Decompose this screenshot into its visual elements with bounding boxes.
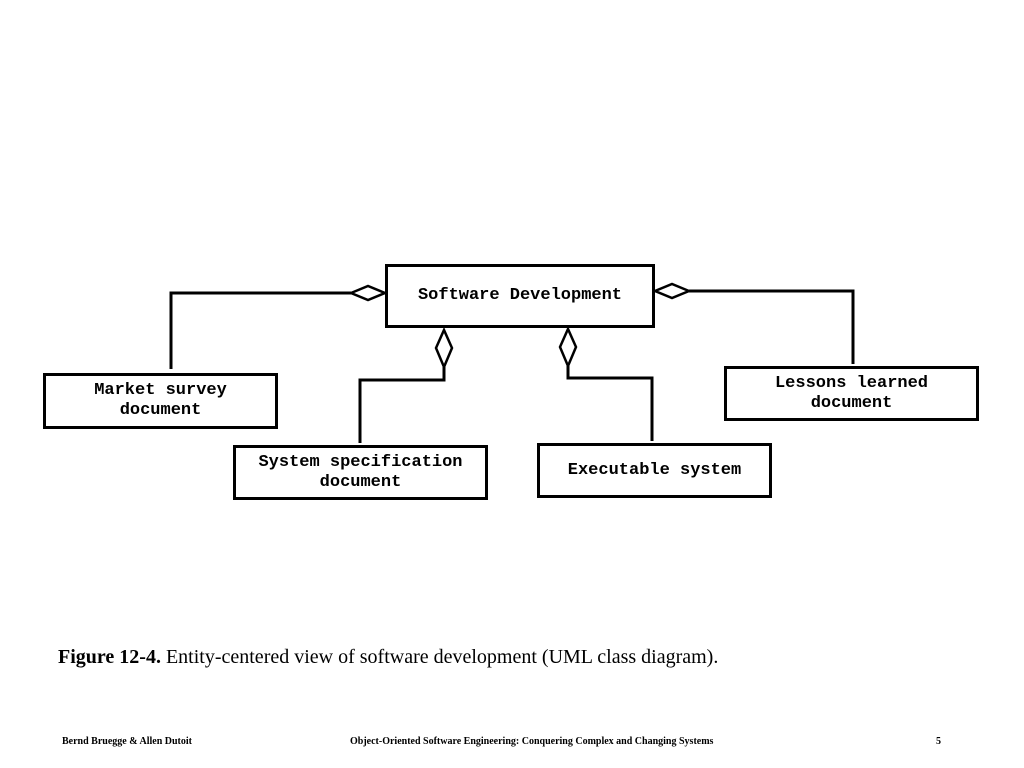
class-label: System specification document bbox=[258, 452, 463, 492]
uml-class-diagram: Software Development Market survey docum… bbox=[43, 264, 979, 500]
aggregation-diamond-lessons-learned bbox=[651, 282, 693, 300]
class-system-specification-document: System specification document bbox=[233, 445, 488, 500]
class-executable-system: Executable system bbox=[537, 443, 772, 498]
footer-page-number: 5 bbox=[936, 736, 941, 747]
class-label: Market survey document bbox=[94, 381, 227, 420]
figure-caption-text: Entity-centered view of software develop… bbox=[160, 646, 719, 668]
figure-number: Figure 12-4. bbox=[58, 646, 161, 668]
aggregation-diamond-market-survey bbox=[347, 284, 389, 302]
connector-lessons-learned bbox=[689, 289, 855, 364]
diagram-connectors bbox=[169, 282, 855, 443]
class-label: Software Development bbox=[417, 286, 623, 305]
footer-authors: Bernd Bruegge & Allen Dutoit bbox=[62, 736, 192, 747]
aggregation-diamond-executable-system bbox=[558, 325, 578, 370]
class-market-survey-document: Market survey document bbox=[43, 373, 278, 429]
class-lessons-learned-document: Lessons learned document bbox=[724, 366, 979, 421]
figure-caption: Figure 12-4. Entity-centered view of sof… bbox=[58, 645, 718, 669]
aggregation-diamond-system-specification bbox=[434, 326, 454, 371]
connector-system-specification bbox=[358, 367, 446, 443]
class-label: Lessons learned document bbox=[774, 373, 929, 413]
class-label: Executable system bbox=[567, 460, 742, 480]
footer-book-title: Object-Oriented Software Engineering: Co… bbox=[350, 736, 714, 747]
connector-executable-system bbox=[566, 366, 654, 441]
connector-market-survey bbox=[169, 291, 351, 369]
class-software-development: Software Development bbox=[385, 264, 655, 328]
